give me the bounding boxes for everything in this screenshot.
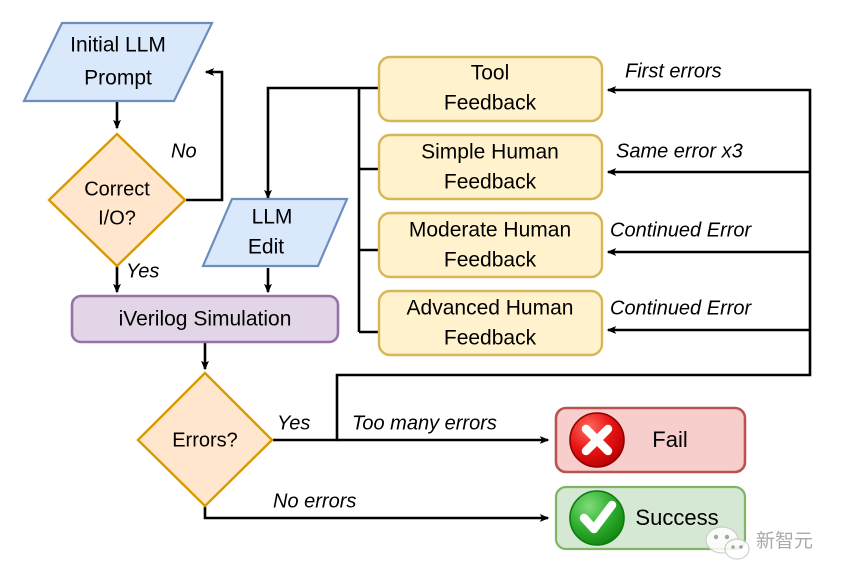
moderate-human-feedback-label-line1: Moderate Human <box>409 219 571 242</box>
node-iverilog-simulation[interactable]: iVerilog Simulation <box>70 294 340 344</box>
watermark: 新智元 <box>705 526 813 560</box>
edge-label-yes: Yes <box>126 260 159 282</box>
advanced-human-feedback-label-line1: Advanced Human <box>407 297 574 320</box>
simple-human-feedback-label-line1: Simple Human <box>421 141 559 164</box>
llm-edit-label-line2: Edit <box>248 236 284 259</box>
initial-prompt-label-line2: Prompt <box>84 67 152 90</box>
edge-no-errors-to-success <box>203 506 550 522</box>
edge-label-too-many-errors: Too many errors <box>352 412 497 434</box>
moderate-human-feedback-shape <box>377 211 604 279</box>
errors-label: Errors? <box>172 429 238 451</box>
edge-label-same-error-x3: Same error x3 <box>616 140 743 162</box>
simple-human-feedback-label-line2: Feedback <box>444 171 537 194</box>
initial-prompt-label-line1: Initial LLM <box>70 34 166 57</box>
errors-shape <box>136 371 274 508</box>
edge-label-errors-yes: Yes <box>277 412 310 434</box>
node-llm-edit[interactable]: LLM Edit <box>201 197 349 268</box>
watermark-text: 新智元 <box>756 530 813 552</box>
feedback-box-tool[interactable]: Tool Feedback <box>377 55 604 123</box>
node-success-outcome[interactable]: Success <box>554 485 747 551</box>
llm-edit-label-line1: LLM <box>252 206 293 229</box>
correct-io-label-line1: Correct <box>84 178 150 200</box>
edge-label-continued-error-1: Continued Error <box>610 219 753 241</box>
edge-errors-yes-to-feedback <box>273 86 812 442</box>
advanced-human-feedback-label-line2: Feedback <box>444 327 537 350</box>
node-fail-outcome[interactable]: Fail <box>554 406 747 474</box>
success-label: Success <box>635 505 718 530</box>
wechat-icon <box>705 526 750 560</box>
edge-label-no-errors: No errors <box>273 490 356 512</box>
feedback-box-advanced-human[interactable]: Advanced Human Feedback <box>377 289 604 357</box>
tool-feedback-label-line1: Tool <box>471 62 510 85</box>
llm-edit-shape <box>201 197 349 268</box>
moderate-human-feedback-label-line2: Feedback <box>444 249 537 272</box>
correct-io-shape <box>47 132 187 268</box>
edge-bus-to-llm-edit <box>264 86 359 200</box>
iverilog-shape <box>70 294 340 344</box>
check-circle-icon <box>569 490 625 546</box>
simple-human-feedback-shape <box>377 133 604 201</box>
edge-label-no: No <box>171 140 197 162</box>
iverilog-label: iVerilog Simulation <box>119 308 292 331</box>
feedback-box-simple-human[interactable]: Simple Human Feedback <box>377 133 604 201</box>
edge-label-continued-error-2: Continued Error <box>610 297 753 319</box>
node-errors-decision[interactable]: Errors? <box>136 371 274 508</box>
edge-correct-io-no-loop <box>186 68 224 202</box>
tool-feedback-shape <box>377 55 604 123</box>
node-initial-llm-prompt[interactable]: Initial LLM Prompt <box>22 21 214 103</box>
fail-label: Fail <box>652 427 687 452</box>
feedback-box-moderate-human[interactable]: Moderate Human Feedback <box>377 211 604 279</box>
x-circle-icon <box>569 412 625 468</box>
tool-feedback-label-line2: Feedback <box>444 92 537 115</box>
edge-label-first-errors: First errors <box>625 60 722 82</box>
advanced-human-feedback-shape <box>377 289 604 357</box>
initial-prompt-shape <box>22 21 214 103</box>
correct-io-label-line2: I/O? <box>98 207 136 229</box>
node-correct-io-decision[interactable]: Correct I/O? <box>47 132 187 268</box>
